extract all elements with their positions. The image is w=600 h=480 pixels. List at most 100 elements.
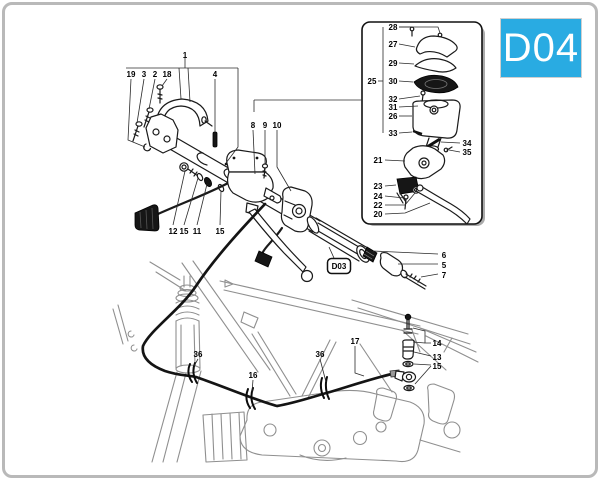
- part-label-21: 21: [374, 156, 383, 165]
- leader-line: [219, 190, 222, 226]
- washer-15: [403, 384, 415, 392]
- spacer-11: [203, 177, 213, 187]
- part-label-14: 14: [433, 339, 442, 348]
- leader-line: [193, 358, 199, 367]
- engine: [202, 383, 461, 463]
- svg-text:34: 34: [463, 139, 472, 148]
- lever-20: [415, 184, 471, 225]
- svg-text:14: 14: [433, 339, 442, 348]
- part-label-32: 32: [389, 95, 398, 104]
- switch-plug: [254, 250, 273, 268]
- svg-text:D03: D03: [332, 262, 347, 271]
- leader-line: [251, 379, 254, 393]
- leader-line: [384, 202, 431, 215]
- leader-line: [252, 129, 256, 175]
- switch-housing: [254, 186, 313, 268]
- bolt-3: [132, 125, 140, 142]
- part-label-11: 11: [193, 227, 202, 236]
- part-label-30: 30: [389, 77, 398, 86]
- part-label-23: 23: [374, 182, 383, 191]
- leader-line: [136, 78, 145, 124]
- part-label-27: 27: [389, 40, 398, 49]
- svg-text:32: 32: [389, 95, 398, 104]
- svg-text:10: 10: [273, 121, 282, 130]
- leader-line: [178, 67, 182, 100]
- part-label-16: 16: [249, 371, 258, 380]
- leader-line: [183, 177, 199, 226]
- part-label-33: 33: [389, 129, 398, 138]
- leader-line: [225, 68, 239, 164]
- svg-text:24: 24: [374, 192, 383, 201]
- front-shock-absorber: [175, 275, 201, 374]
- leader-line: [385, 192, 416, 206]
- svg-text:18: 18: [163, 70, 172, 79]
- svg-text:23: 23: [374, 182, 383, 191]
- svg-text:22: 22: [374, 201, 383, 210]
- svg-text:15: 15: [433, 362, 442, 371]
- leader-line: [398, 43, 416, 48]
- diaphragm-30: [413, 74, 459, 94]
- svg-text:3: 3: [142, 70, 147, 79]
- part-label-15: 15: [433, 362, 442, 371]
- part-label-4: 4: [213, 70, 218, 79]
- brake-lever: [245, 202, 314, 283]
- part-label-36: 36: [194, 350, 203, 359]
- svg-text:1: 1: [183, 51, 188, 60]
- leader-line: [413, 363, 432, 366]
- svg-text:5: 5: [442, 261, 447, 270]
- svg-text:19: 19: [127, 70, 136, 79]
- bolt-18: [157, 88, 163, 104]
- svg-text:8: 8: [251, 121, 256, 130]
- part-label-19: 19: [127, 70, 136, 79]
- svg-text:2: 2: [153, 70, 158, 79]
- screw-35: [443, 146, 453, 153]
- svg-text:15: 15: [180, 227, 189, 236]
- handlebar-clamp: [145, 98, 213, 154]
- leader-line: [187, 67, 191, 103]
- front-fork-leg: [151, 370, 202, 463]
- svg-text:27: 27: [389, 40, 398, 49]
- part-label-2: 2: [153, 70, 158, 79]
- inset-detail-box: [361, 21, 485, 226]
- handlebar-plug-4: [212, 131, 218, 148]
- part-label-26: 26: [389, 112, 398, 121]
- svg-text:17: 17: [351, 337, 360, 346]
- svg-text:36: 36: [194, 350, 203, 359]
- part-label-24: 24: [374, 192, 383, 201]
- svg-text:29: 29: [389, 59, 398, 68]
- part-label-7: 7: [442, 271, 447, 280]
- part-label-20: 20: [374, 210, 383, 219]
- part-label-17: 17: [351, 337, 360, 346]
- svg-text:35: 35: [463, 148, 472, 157]
- part-label-8: 8: [251, 121, 256, 130]
- leader-line: [412, 341, 426, 344]
- clutch-master-body-21: [403, 145, 446, 180]
- screw-9: [261, 163, 269, 169]
- svg-text:33: 33: [389, 129, 398, 138]
- part-label-15: 15: [216, 227, 225, 236]
- snap-ring-19: [143, 143, 152, 152]
- part-label-1: 1: [183, 51, 188, 60]
- svg-text:16: 16: [249, 371, 258, 380]
- leader-line: [148, 78, 156, 110]
- leader-line: [372, 250, 439, 255]
- leader-line: [328, 246, 335, 259]
- part-label-13: 13: [433, 353, 442, 362]
- part-label-28: 28: [389, 23, 398, 32]
- bleed-valve-14: [403, 319, 413, 334]
- svg-text:13: 13: [433, 353, 442, 362]
- svg-text:12: 12: [169, 227, 178, 236]
- reservoir-cap-27: [409, 26, 458, 58]
- wiring-connector: [134, 180, 232, 232]
- leader-line: [398, 131, 413, 134]
- svg-text:9: 9: [263, 121, 268, 130]
- leader-line: [398, 62, 415, 65]
- leader-line: [276, 130, 292, 192]
- part-label-9: 9: [263, 121, 268, 130]
- leader-line: [420, 273, 439, 278]
- diagram-ref-d03[interactable]: D03: [326, 257, 352, 275]
- banjo-fitting-group: [394, 313, 417, 392]
- svg-text:26: 26: [389, 112, 398, 121]
- hose-clamp-36: [319, 376, 330, 400]
